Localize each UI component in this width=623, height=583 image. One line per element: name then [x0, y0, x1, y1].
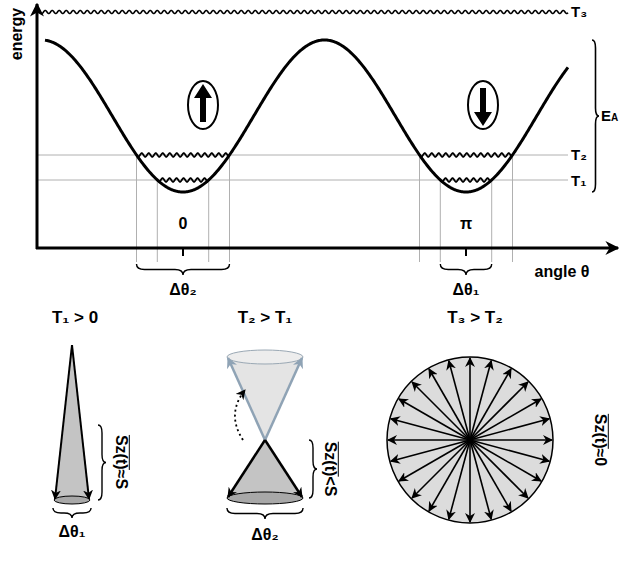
projection-line — [136, 155, 137, 262]
projection-line — [491, 180, 492, 262]
panel-heading: T₃ > T₂ — [447, 309, 503, 328]
magnetization-label: Sz(t)≈0 — [591, 414, 609, 466]
spin-vector — [469, 440, 471, 522]
axis-title: energy — [8, 8, 26, 60]
temperature-level-t3 — [40, 10, 568, 13]
projection-line — [208, 180, 209, 262]
projection-line — [512, 155, 513, 262]
spin-vector — [228, 440, 265, 497]
projection-line — [157, 180, 158, 262]
superparamagnetic-sphere — [387, 357, 553, 523]
overline — [338, 442, 339, 477]
spin-vector — [470, 440, 491, 519]
barrier-brace — [592, 40, 599, 192]
spin-up-arrow — [194, 84, 212, 122]
angle-brace — [227, 508, 303, 519]
energy-axis — [36, 4, 39, 249]
precession-cone — [54, 345, 90, 500]
magnetization-label: Sz(t)≈S — [112, 435, 130, 489]
spin-vector — [391, 440, 470, 461]
thermal-wave-t1 — [440, 178, 491, 182]
angle-brace — [440, 264, 491, 275]
angle-spread-label: Δθ₂ — [169, 281, 196, 299]
spin-ellipse — [188, 81, 218, 129]
angle-axis — [36, 247, 618, 250]
overline — [129, 435, 130, 470]
axis-title: angle θ — [535, 263, 590, 281]
spin-vector — [429, 369, 470, 440]
projection-line — [440, 180, 441, 262]
angle-brace — [53, 508, 91, 518]
barrier-label: EA — [601, 108, 618, 125]
temperature-label: T₂ — [571, 147, 587, 164]
spin-vector — [470, 440, 511, 511]
thermal-wave-t2 — [137, 153, 230, 157]
spin-ellipse — [468, 81, 498, 129]
angle-spread-label: Δθ₂ — [251, 526, 278, 544]
thermal-wave-t1 — [157, 178, 208, 182]
cone-base — [54, 496, 90, 504]
spin-vector — [470, 399, 541, 440]
tick-label: π — [460, 215, 472, 233]
overline — [608, 414, 609, 449]
spin-vector — [449, 440, 470, 519]
thermal-wave-t2 — [420, 153, 513, 157]
spin-vector — [72, 345, 89, 499]
switching-arrow — [235, 390, 245, 440]
spin-down-arrow — [474, 88, 492, 126]
spin-vector — [391, 419, 470, 440]
angle-brace — [137, 264, 230, 275]
cone-top — [227, 350, 303, 364]
spin-vector — [470, 419, 549, 440]
switched-cone — [227, 357, 303, 440]
spin-vector — [470, 361, 491, 440]
projection-line — [229, 155, 230, 262]
panel-heading: T₂ > T₁ — [238, 309, 293, 328]
spin-vector — [399, 440, 470, 481]
magnetization-brace — [98, 425, 106, 500]
magnetization-label: Sz(t)<S — [321, 442, 339, 497]
spin-vector — [449, 361, 470, 440]
switched-vector — [228, 358, 265, 440]
switched-vector — [265, 358, 302, 440]
energy-curve — [45, 40, 568, 192]
spin-vector — [55, 345, 72, 499]
cone-base — [227, 492, 303, 504]
panel-heading: T₁ > 0 — [52, 309, 98, 328]
magnetization-brace — [309, 440, 317, 498]
spin-vector — [470, 440, 549, 461]
projection-line — [419, 155, 420, 262]
angle-spread-label: Δθ₁ — [59, 523, 86, 541]
spin-vector — [469, 358, 471, 440]
tick-label: 0 — [179, 215, 188, 233]
axis-tick — [182, 248, 184, 256]
spin-vector — [265, 440, 302, 497]
temperature-label: T₃ — [571, 4, 587, 21]
precession-cone — [227, 440, 303, 498]
angle-spread-label: Δθ₁ — [453, 281, 480, 299]
axis-tick — [465, 248, 467, 256]
spin-vector — [388, 439, 470, 441]
temperature-label: T₁ — [571, 173, 586, 190]
spin-vector — [470, 439, 552, 441]
